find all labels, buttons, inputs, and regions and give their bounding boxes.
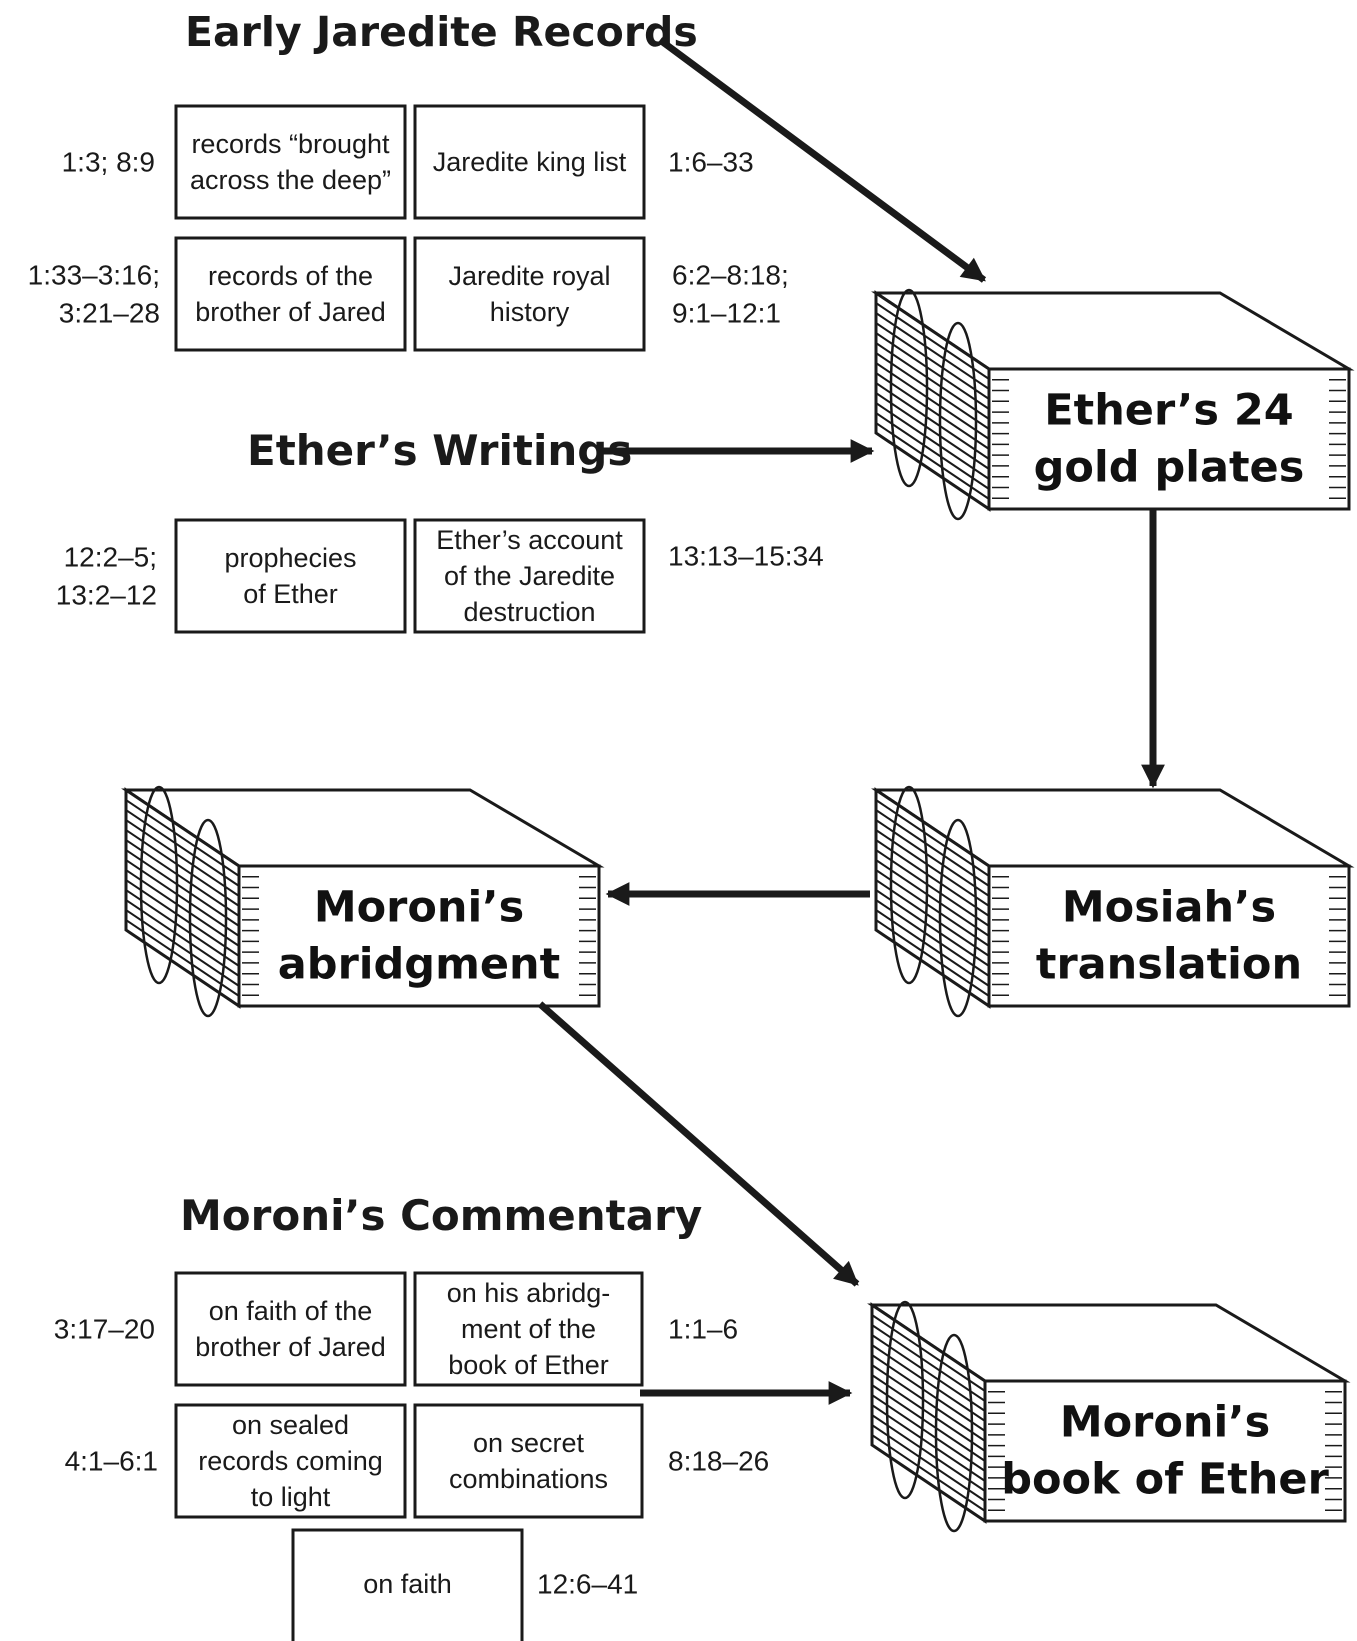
box-prophecies-frame (174, 518, 407, 634)
heading-ethers-writings: Ether’s Writings (247, 426, 632, 475)
binding-ring-icon (934, 1333, 974, 1533)
plates-edge-ticks (992, 379, 1346, 499)
plates-ethers-plates-label-line-2: gold plates (1034, 443, 1305, 493)
plates-front-face (987, 367, 1351, 511)
flow-arrows (537, 37, 1165, 1405)
plates-edge-ticks (988, 1391, 1342, 1511)
ref-faith-brother-line-1: 3:17–20 (54, 1314, 155, 1345)
box-brother-of-jared-text-line-2: brother of Jared (195, 297, 386, 327)
ref-royal-history-line-1: 6:2–8:18; (672, 260, 789, 291)
binding-ring-icon (938, 818, 978, 1018)
binding-ring-icon (188, 818, 228, 1018)
ref-brother-of-jared-line-1: 1:33–3:16; (28, 260, 160, 291)
plates-book-of-ether: Moroni’s book of Ether (867, 1300, 1351, 1533)
ref-secret-combinations-line-1: 8:18–26 (668, 1446, 769, 1477)
box-brought-across-frame (174, 104, 407, 220)
box-abridgment-note-text-line-1: on his abridg- (447, 1278, 611, 1308)
binding-ring-icon (889, 288, 929, 488)
box-brought-across-text-line-1: records “brought (191, 129, 390, 159)
binding-ring-icon (139, 785, 179, 985)
box-prophecies-text-line-1: prophecies (224, 543, 356, 573)
box-brother-of-jared: records of the brother of Jared 1:33–3:16;… (28, 236, 407, 352)
ref-royal-history-line-2: 9:1–12:1 (672, 298, 781, 329)
box-faith-brother-text-line-1: on faith of the (209, 1296, 373, 1326)
box-sealed-records-frame (174, 1403, 407, 1519)
heading-early-jaredite-records: Early Jaredite Records (185, 8, 698, 56)
box-brought-across: records “brought across the deep” 1:3; 8:9 (62, 104, 407, 220)
box-on-faith-frame (291, 1528, 524, 1641)
box-destruction-frame (413, 518, 646, 634)
box-secret-combinations: on secret combinations 8:18–26 (413, 1403, 769, 1519)
box-sealed-records-text-line-1: on sealed (232, 1410, 349, 1440)
plates-moroni-abridgment-label-line-1: Moroni’s (314, 883, 524, 933)
box-abridgment-note-text-line-3: book of Ether (448, 1350, 609, 1380)
plates-ethers-plates: Ether’s 24 gold plates (871, 288, 1355, 521)
plates-ethers-plates-label-line-1: Ether’s 24 (1044, 386, 1293, 436)
binding-ring-icon (938, 321, 978, 521)
plates-book-of-ether-label-line-1: Moroni’s (1060, 1398, 1270, 1448)
box-king-list-frame (413, 104, 646, 220)
ref-on-faith-line-1: 12:6–41 (537, 1569, 638, 1600)
box-royal-history-text-line-2: history (490, 297, 570, 327)
box-king-list: Jaredite king list 1:6–33 (413, 104, 754, 220)
plates-front-face (987, 864, 1351, 1008)
box-destruction-text-line-2: of the Jaredite (444, 561, 615, 591)
ref-abridgment-note-line-1: 1:1–6 (668, 1314, 738, 1345)
box-on-faith: on faith 12:6–41 (291, 1528, 638, 1641)
ref-destruction-line-1: 13:13–15:34 (668, 541, 824, 572)
source-boxes: records “brought across the deep” 1:3; 8:9… (28, 104, 824, 1641)
box-sealed-records-text-line-3: to light (251, 1482, 331, 1512)
plates-mosiah: Mosiah’s translation (871, 785, 1355, 1018)
box-royal-history: Jaredite royal history 6:2–8:18; 9:1–12:1 (413, 236, 789, 352)
box-on-faith-text-line-1: on faith (363, 1569, 452, 1599)
box-king-list-text-line-1: Jaredite king list (433, 147, 627, 177)
box-abridgment-note: on his abridg-ment of the book of Ether 1:… (413, 1271, 738, 1387)
box-royal-history-frame (413, 236, 646, 352)
box-destruction-text-line-3: destruction (463, 597, 595, 627)
ref-king-list-line-1: 1:6–33 (668, 147, 754, 178)
box-sealed-records-text-line-2: records coming (198, 1446, 383, 1476)
plates-moroni-abridgment-label-line-2: abridgment (278, 940, 560, 990)
ref-sealed-records-line-1: 4:1–6:1 (65, 1446, 158, 1477)
ref-prophecies-line-1: 12:2–5; (64, 542, 157, 573)
box-abridgment-note-text-line-2: ment of the (461, 1314, 596, 1344)
plates-book-of-ether-label-line-2: book of Ether (1001, 1455, 1329, 1505)
plates-mosiah-label-line-2: translation (1036, 940, 1302, 990)
heading-moronis-commentary: Moroni’s Commentary (180, 1191, 702, 1240)
box-faith-brother-frame (174, 1271, 407, 1387)
binding-ring-icon (889, 785, 929, 985)
box-brother-of-jared-frame (174, 236, 407, 352)
plates-edge-ticks (242, 876, 596, 996)
box-prophecies-text-line-2: of Ether (243, 579, 338, 609)
box-prophecies: prophecies of Ether 12:2–5; 13:2–12 (56, 518, 407, 634)
box-faith-brother-text-line-2: brother of Jared (195, 1332, 386, 1362)
ref-brother-of-jared-line-2: 3:21–28 (59, 298, 160, 329)
ref-prophecies-line-2: 13:2–12 (56, 580, 157, 611)
box-destruction: Ether’s account of the Jaredite destructio… (413, 518, 824, 634)
box-royal-history-text-line-1: Jaredite royal (448, 261, 610, 291)
plates-page-lines (871, 1314, 986, 1512)
box-abridgment-note-frame (413, 1271, 644, 1387)
box-secret-combinations-text-line-2: combinations (449, 1464, 608, 1494)
box-sealed-records: on sealed records coming to light 4:1–6:1 (65, 1403, 407, 1519)
plates-front-face (237, 864, 601, 1008)
plates-edge-ticks (992, 876, 1346, 996)
binding-ring-icon (885, 1300, 925, 1500)
box-brought-across-text-line-2: across the deep” (190, 165, 391, 195)
box-destruction-text-line-1: Ether’s account (436, 525, 623, 555)
ref-brought-across-line-1: 1:3; 8:9 (62, 147, 155, 178)
arrow-abridgment-to-book-of-ether (537, 1001, 860, 1287)
box-secret-combinations-text-line-1: on secret (473, 1428, 585, 1458)
plates-mosiah-label-line-1: Mosiah’s (1062, 883, 1276, 933)
box-brother-of-jared-text-line-1: records of the (208, 261, 373, 291)
plates-moroni-abridgment: Moroni’s abridgment (121, 785, 605, 1018)
plates-front-face (983, 1379, 1347, 1523)
box-faith-brother: on faith of the brother of Jared 3:17–20 (54, 1271, 407, 1387)
box-secret-combinations-frame (413, 1403, 644, 1519)
arrow-early-records-to-gold-plates (657, 37, 987, 283)
